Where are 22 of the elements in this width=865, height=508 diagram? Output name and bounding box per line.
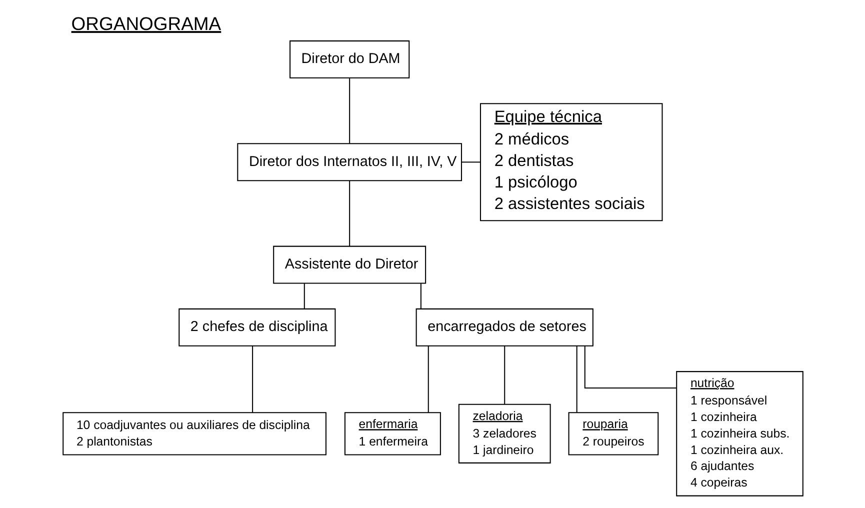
connector <box>576 346 577 412</box>
node-box: nutrição 1 responsável 1 cozinheira 1 cozinheira subs. 1 cozinheira aux. 6 ajudantes 4 copeiras <box>676 371 803 496</box>
connector <box>584 346 676 388</box>
connector <box>303 284 304 309</box>
diagram-title: ORGANOGRAMA <box>70 13 221 34</box>
node-box: Diretor do DAM <box>289 40 410 78</box>
node-box: Equipe técnica 2 médicos 2 dentistas 1 psicólogo 2 assistentes sociais <box>479 103 662 222</box>
node-box: enfermaria 1 enfermeira <box>344 412 440 456</box>
connector <box>348 180 350 246</box>
connector <box>504 346 505 404</box>
node-box: 10 coadjuvantes ou auxiliares de disciplina 2 plantonistas <box>62 412 326 456</box>
connector <box>252 346 253 412</box>
node-box: rouparia 2 roupeiros <box>568 412 658 456</box>
connector <box>348 78 350 144</box>
node-box: 2 chefes de disciplina <box>178 308 336 346</box>
node-box: zeladoria 3 zeladores 1 jardineiro <box>458 404 550 464</box>
node-box: Diretor dos Internatos II, III, IV, V <box>236 143 462 182</box>
node-box: Assistente do Diretor <box>272 246 426 284</box>
connector <box>420 284 421 309</box>
connector <box>427 346 428 412</box>
connector <box>461 162 480 163</box>
node-box: encarregados de setores <box>415 308 593 346</box>
